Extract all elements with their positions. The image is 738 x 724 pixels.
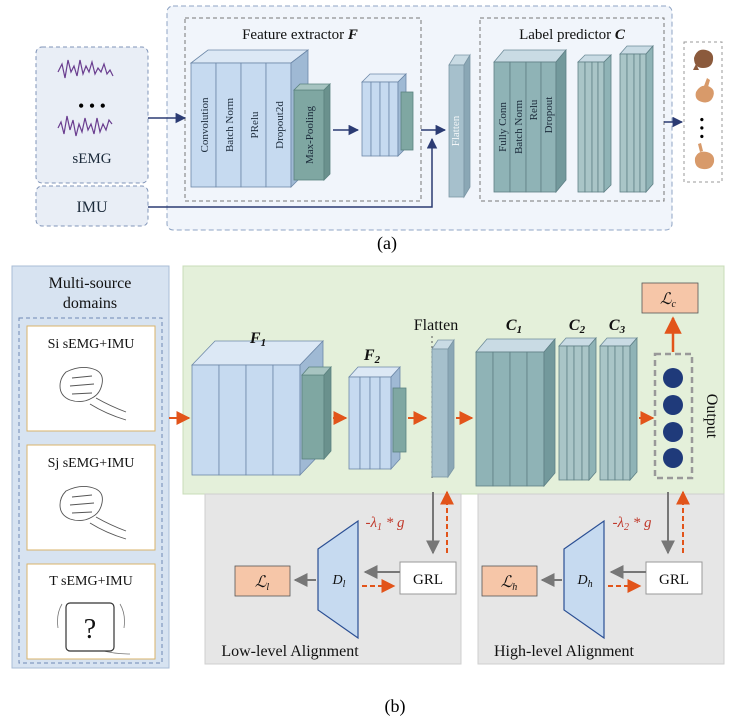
imu-input-box	[35, 185, 149, 227]
c2-block	[558, 336, 597, 482]
lp-label-relu: Relu	[528, 99, 540, 120]
hand-gesture-icon	[695, 78, 714, 103]
c1-block	[475, 337, 556, 488]
flatten-side	[463, 53, 471, 199]
fe-label-prelu: PRelu	[249, 111, 261, 138]
caption-a: (a)	[377, 233, 397, 254]
fe-layer-batchnorm	[215, 62, 242, 188]
output-label: Output	[703, 394, 720, 439]
lp-label-fc: Fully Conn	[497, 102, 509, 152]
semg-signal-top	[57, 59, 114, 79]
fe-small-stack	[361, 73, 414, 157]
unknown-target-mark: ?	[84, 614, 96, 645]
low-level-label: Low-level Alignment	[221, 643, 359, 660]
lambda1-label: -λ1 * g	[366, 515, 406, 533]
semg-input-box	[35, 46, 149, 184]
domain-card-si-label: Si sEMG+IMU	[48, 337, 135, 352]
loss-l-label: ℒl	[255, 574, 270, 593]
f2-block	[348, 365, 407, 471]
domains-dashed-frame	[18, 317, 163, 664]
grl-label-high: GRL	[659, 572, 689, 588]
panel-b: Multi-source domains Si sEMG+IMU Sj sEMG…	[11, 265, 725, 717]
grl-box-low	[399, 561, 457, 595]
lp-layer-relu	[525, 61, 542, 193]
arrow-imu-to-flatten	[148, 137, 438, 208]
fe-layer-stack	[190, 49, 331, 188]
grl-label-low: GRL	[413, 572, 443, 588]
discriminator-high	[563, 519, 605, 640]
gesture-ellipsis: • • •	[693, 117, 708, 139]
label-predictor-box	[479, 17, 665, 202]
label-predictor-title: Label predictor C	[519, 27, 626, 43]
output-nodes-box	[653, 352, 694, 480]
dl-label: Dl	[332, 573, 346, 590]
f1-label: F1	[249, 330, 266, 349]
fe-stack-top	[189, 49, 310, 64]
fe-label-batchnorm: Batch Norm	[224, 98, 236, 153]
fist-sketch-icon	[59, 486, 127, 540]
output-node	[663, 395, 683, 415]
discriminator-low	[317, 519, 359, 640]
domain-card-t-label: T sEMG+IMU	[49, 574, 132, 589]
imu-label: IMU	[76, 199, 108, 216]
fe-label-convolution: Convolution	[199, 97, 211, 153]
high-level-label: High-level Alignment	[494, 643, 635, 660]
flatten-b-block	[431, 348, 449, 478]
domains-title-line1: Multi-source	[49, 275, 132, 292]
fe-maxpool-side	[323, 83, 331, 181]
loss-c-label: ℒc	[660, 291, 677, 310]
semg-signal-bottom	[57, 115, 113, 137]
fist-sketch-icon	[59, 367, 127, 421]
unknown-target-card	[65, 602, 115, 652]
fe-label-maxpool: Max-Pooling	[304, 105, 316, 164]
semg-label: sEMG	[72, 151, 111, 167]
output-node	[663, 422, 683, 442]
c3-block	[599, 336, 638, 482]
lp-label-bn: Batch Norm	[513, 100, 525, 155]
flatten-label-a: Flatten	[450, 115, 462, 146]
f1-block	[191, 340, 332, 476]
loss-c-box	[641, 282, 699, 314]
output-node	[663, 448, 683, 468]
semg-ellipsis: • • •	[78, 96, 106, 116]
c2-label: C2	[569, 317, 586, 336]
lp-stack-3	[619, 44, 654, 194]
feature-extractor-title: Feature extractor F	[242, 27, 358, 43]
hand-gesture-icon	[694, 143, 715, 170]
lambda2-label: -λ2 * g	[613, 515, 653, 533]
fe-label-dropout: Dropout2d	[274, 101, 286, 149]
flatten-label-b: Flatten	[414, 317, 458, 334]
c1-label: C1	[506, 317, 522, 336]
domain-card-sj	[26, 444, 156, 551]
domain-card-sj-label: Sj sEMG+IMU	[48, 456, 135, 471]
dh-label: Dh	[576, 573, 592, 590]
c3-label: C3	[609, 317, 626, 336]
fe-layer-dropout	[265, 62, 292, 188]
panel-a: • • • sEMG IMU Feature extractor F Convo…	[35, 5, 723, 254]
lp-stack-2	[577, 54, 612, 193]
hand-gesture-icon	[693, 49, 714, 70]
output-node	[663, 368, 683, 388]
fe-layer-prelu	[240, 62, 267, 188]
domain-card-si	[26, 325, 156, 432]
grl-box-high	[645, 561, 703, 595]
domains-title-line2: domains	[63, 295, 117, 312]
loss-l-box	[234, 565, 291, 597]
lp-label-dropout: Dropout	[543, 97, 555, 134]
lp-layer-stack	[493, 48, 567, 194]
loss-h-box	[481, 565, 538, 597]
flatten-b-side	[447, 338, 455, 479]
loss-h-label: ℒh	[501, 574, 518, 593]
caption-b: (b)	[385, 696, 406, 717]
f2-label: F2	[363, 347, 381, 366]
